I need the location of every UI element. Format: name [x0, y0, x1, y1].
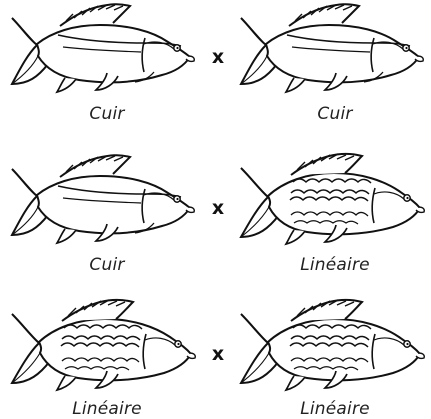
cross-symbol: x [208, 344, 228, 364]
linear-carp-fish-svg [4, 297, 200, 395]
fish-label-left-row-2: Cuir [27, 255, 187, 275]
linear-carp-fish-svg [233, 297, 429, 395]
leather-carp-fish-illustration [4, 0, 200, 98]
fish-label-right-row-2: Linéaire [255, 255, 415, 275]
cross-symbol: x [208, 198, 228, 218]
leather-carp-fish-svg [4, 0, 200, 98]
linear-carp-fish-illustration [233, 151, 429, 249]
fish-label-right-row-3: Linéaire [255, 399, 415, 419]
leather-carp-fish-svg [4, 151, 200, 249]
fish-label-left-row-1: Cuir [27, 104, 187, 124]
leather-carp-fish-illustration [233, 0, 429, 98]
linear-carp-fish-illustration [233, 297, 429, 395]
fish-label-left-row-3: Linéaire [27, 399, 187, 419]
leather-carp-fish-illustration [4, 151, 200, 249]
fish-label-right-row-1: Cuir [255, 104, 415, 124]
linear-carp-fish-svg [233, 151, 429, 249]
linear-carp-fish-illustration [4, 297, 200, 395]
leather-carp-fish-svg [233, 0, 429, 98]
cross-symbol: x [208, 47, 228, 67]
